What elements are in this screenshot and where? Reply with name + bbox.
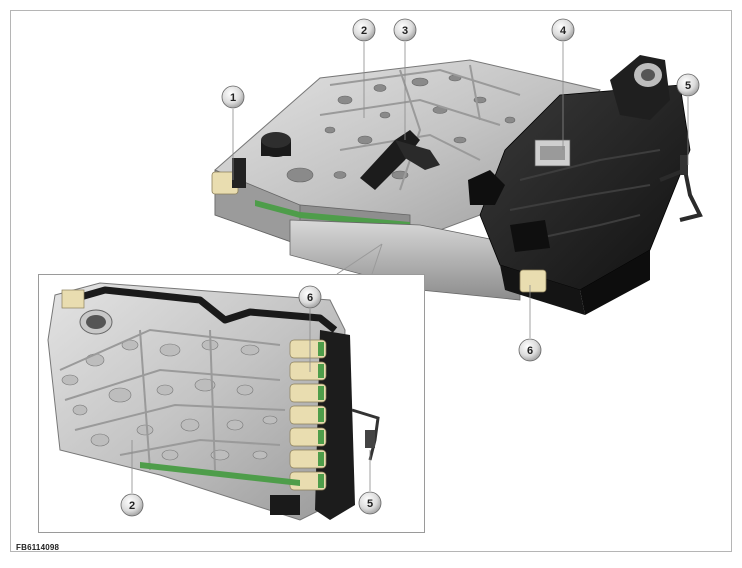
callout-4-label: 4 bbox=[560, 25, 567, 37]
inset-detail-view bbox=[38, 243, 425, 533]
callout-1-label: 1 bbox=[230, 92, 236, 104]
callout-2-inset: 2 bbox=[120, 493, 144, 517]
callout-2-inset-label: 2 bbox=[129, 500, 135, 512]
solenoid-row bbox=[289, 339, 327, 491]
callout-5-main-label: 5 bbox=[685, 80, 691, 92]
callout-5-inset: 5 bbox=[358, 491, 382, 515]
callout-5-inset-label: 5 bbox=[367, 498, 373, 510]
callout-2-main-label: 2 bbox=[361, 25, 367, 37]
leader-lines bbox=[131, 42, 689, 493]
figure-reference-code: FB6114098 bbox=[16, 543, 60, 552]
main-valve-body-assembly bbox=[211, 55, 703, 315]
callout-6-main: 6 bbox=[518, 338, 542, 362]
callout-4: 4 bbox=[551, 18, 575, 42]
callout-3-label: 3 bbox=[402, 25, 408, 37]
callout-6-main-label: 6 bbox=[527, 345, 533, 357]
outer-border bbox=[10, 10, 732, 552]
callout-6-inset: 6 bbox=[298, 285, 322, 309]
callout-2-main: 2 bbox=[352, 18, 376, 42]
callout-6-inset-label: 6 bbox=[307, 292, 313, 304]
callout-3: 3 bbox=[393, 18, 417, 42]
callout-1: 1 bbox=[221, 85, 245, 109]
callout-5-main: 5 bbox=[676, 73, 700, 97]
